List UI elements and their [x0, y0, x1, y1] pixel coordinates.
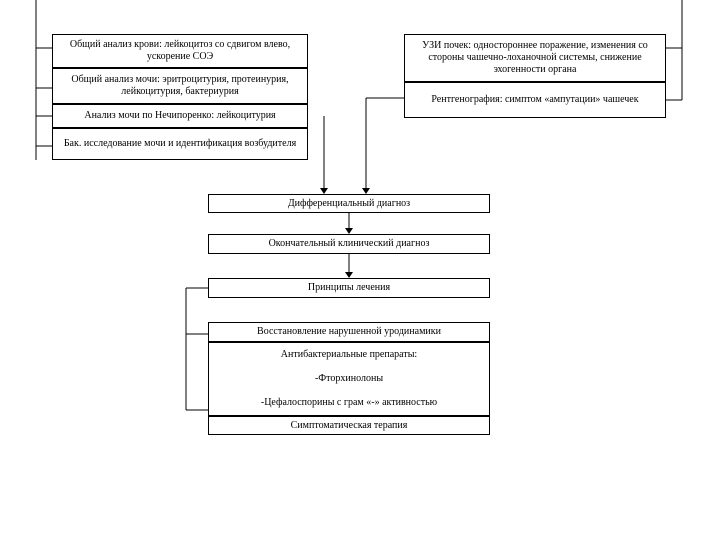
cephalosporins-text: -Цефалоспорины с грам «-» активностью	[260, 397, 438, 408]
urine-test-box: Общий анализ мочи: эритроцитурия, протеи…	[52, 68, 308, 104]
xray-text: Рентгенография: симптом «ампутации» чаше…	[431, 94, 639, 105]
xray-box: Рентгенография: симптом «ампутации» чаше…	[404, 82, 666, 118]
urodynamics-box: Восстановление нарушенной уродинамики	[208, 322, 490, 342]
bacterial-test-text: Бак. исследование мочи и идентификация в…	[63, 138, 297, 149]
bacterial-test-box: Бак. исследование мочи и идентификация в…	[52, 128, 308, 160]
blood-test-box: Общий анализ крови: лейкоцитоз со сдвиго…	[52, 34, 308, 68]
final-diagnosis-text: Окончательный клинический диагноз	[268, 238, 430, 249]
symptomatic-therapy-text: Симптоматическая терапия	[290, 419, 408, 431]
antibacterial-box: Антибактериальные препараты: -Фторхиноло…	[208, 342, 490, 416]
ultrasound-text: УЗИ почек: одностороннее поражение, изме…	[422, 40, 648, 75]
final-diagnosis-box: Окончательный клинический диагноз	[208, 234, 490, 254]
treatment-principles-text: Принципы лечения	[307, 282, 391, 293]
differential-diagnosis-text: Дифференциальный диагноз	[287, 197, 411, 209]
treatment-principles-box: Принципы лечения	[208, 278, 490, 298]
blood-test-text: Общий анализ крови: лейкоцитоз со сдвиго…	[69, 39, 291, 62]
differential-diagnosis-box: Дифференциальный диагноз	[208, 194, 490, 213]
fluoroquinolones-text: -Фторхинолоны	[314, 373, 384, 384]
symptomatic-therapy-box: Симптоматическая терапия	[208, 416, 490, 435]
nechiporenko-box: Анализ мочи по Нечипоренко: лейкоцитурия	[52, 104, 308, 128]
urodynamics-text: Восстановление нарушенной уродинамики	[257, 326, 441, 337]
antibacterial-text: Антибактериальные препараты:	[280, 349, 418, 360]
nechiporenko-text: Анализ мочи по Нечипоренко: лейкоцитурия	[84, 110, 276, 121]
urine-test-text: Общий анализ мочи: эритроцитурия, протеи…	[71, 74, 289, 97]
ultrasound-box: УЗИ почек: одностороннее поражение, изме…	[404, 34, 666, 82]
